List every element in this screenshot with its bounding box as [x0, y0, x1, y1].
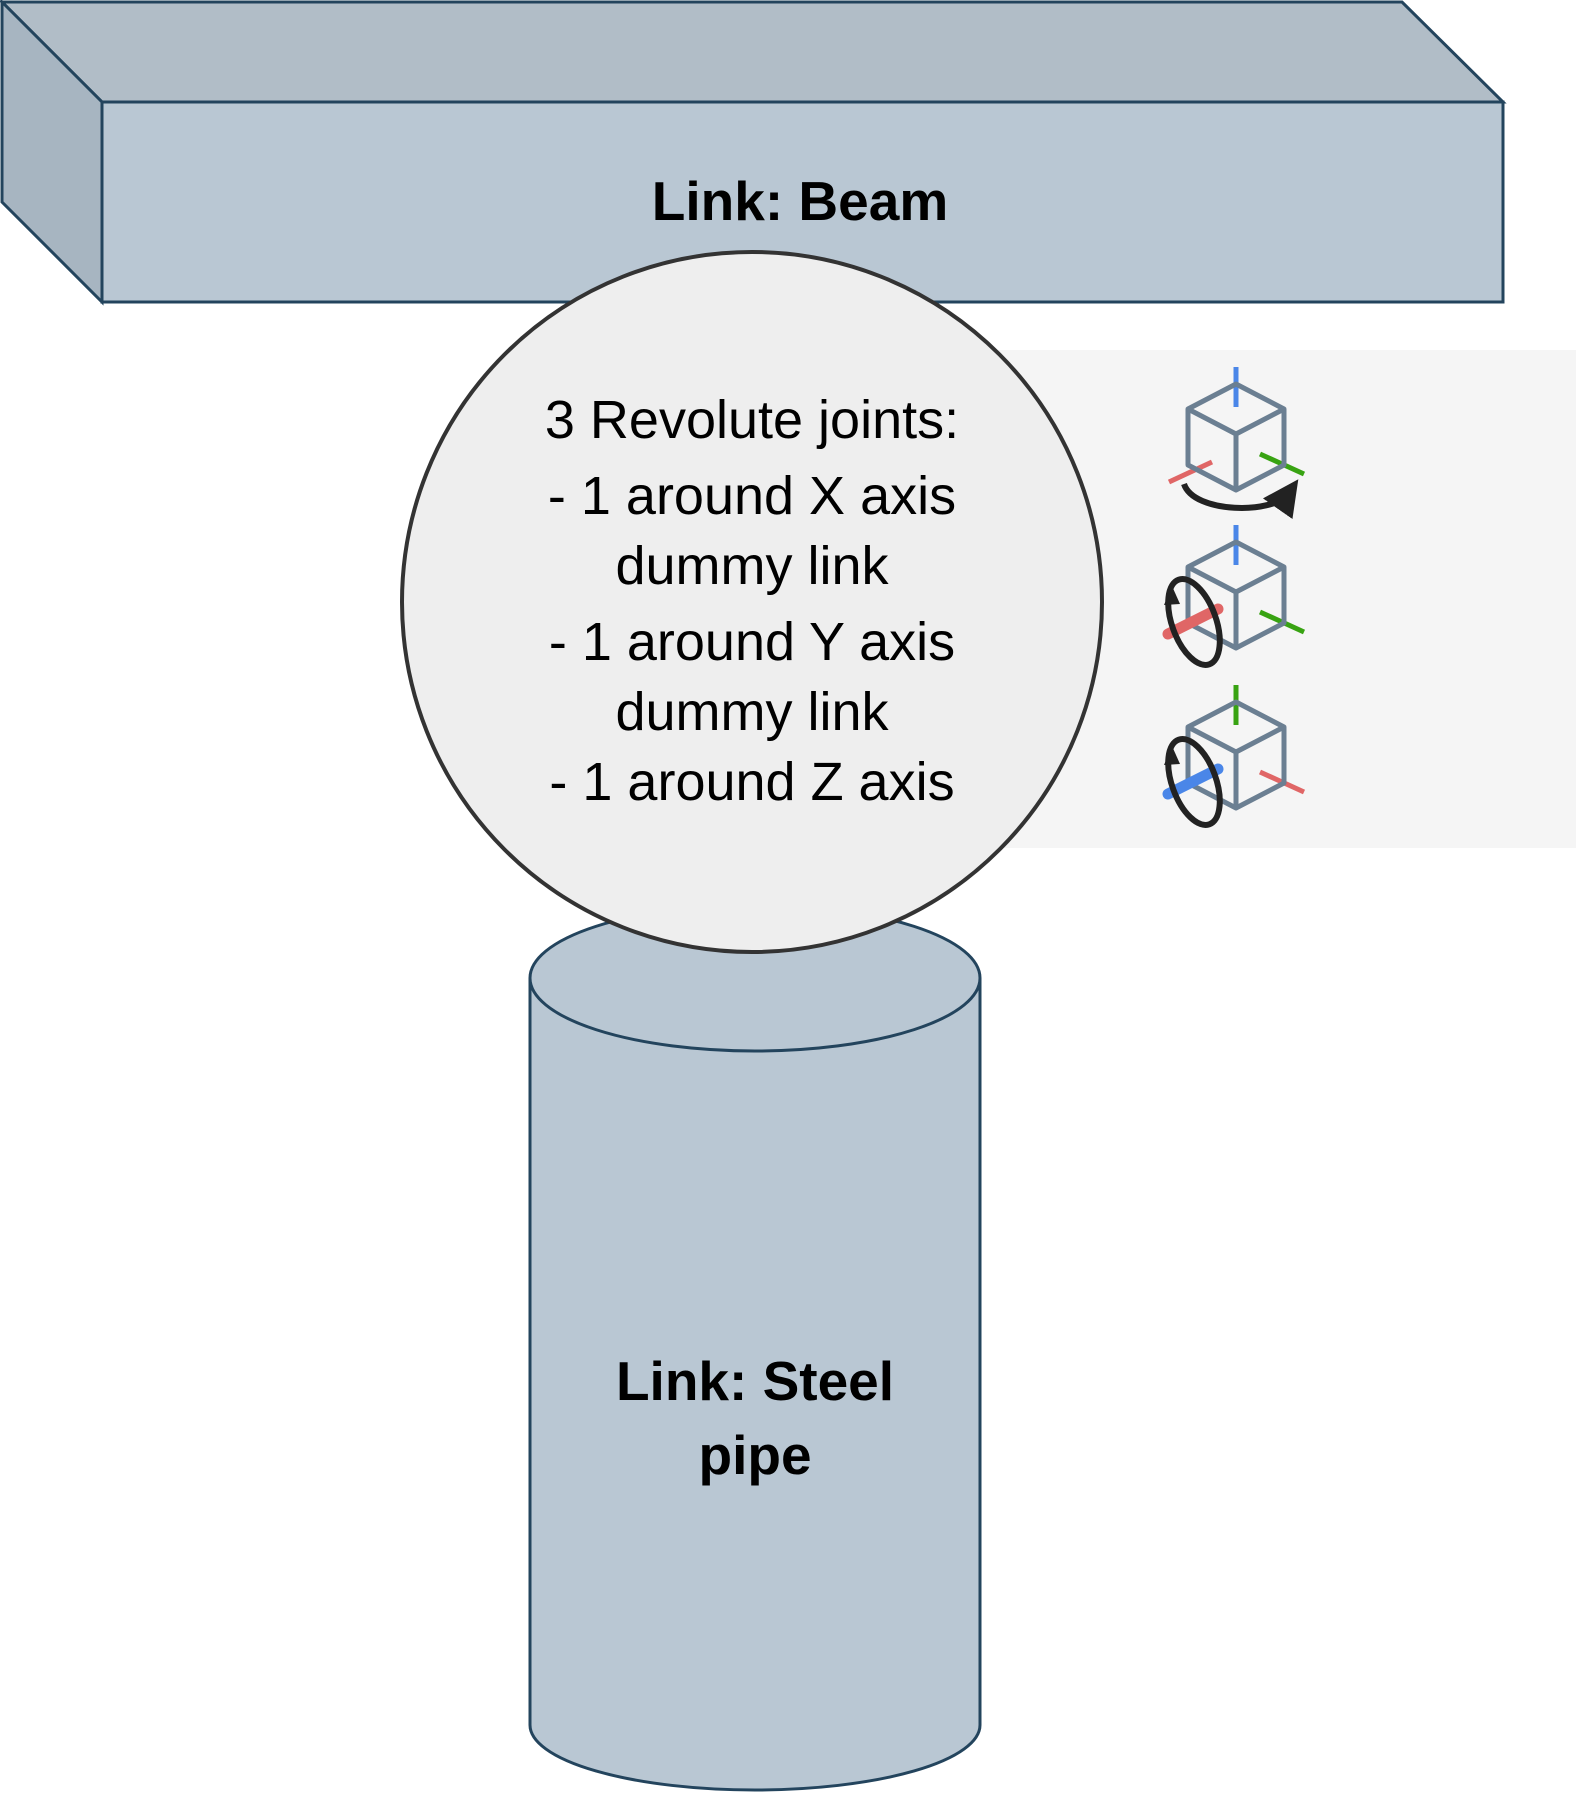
joint-line-5: dummy link: [615, 682, 889, 742]
steel-pipe-cylinder: Link: Steel pipe: [528, 903, 982, 1792]
pipe-label-line-2: pipe: [698, 1424, 811, 1486]
joint-line-1: 3 Revolute joints:: [545, 390, 959, 450]
beam-box: Link: Beam: [0, 0, 1507, 306]
rotate-around-vertical-axis-icon: [1167, 367, 1306, 520]
pipe-body: [528, 978, 982, 1792]
joint-line-4: - 1 around Y axis: [549, 612, 955, 672]
beam-label: Link: Beam: [652, 170, 948, 232]
pipe-label-line-1: Link: Steel: [616, 1350, 894, 1412]
joint-line-3: dummy link: [615, 536, 889, 596]
joint-circle-shape: [400, 250, 1104, 954]
revolute-joint-circle: 3 Revolute joints: - 1 around X axis dum…: [400, 250, 1104, 954]
joint-line-2: - 1 around X axis: [548, 466, 956, 526]
rotate-around-blue-axis-icon: [1162, 685, 1306, 828]
joint-line-6: - 1 around Z axis: [549, 752, 954, 812]
rotate-around-red-axis-icon: [1162, 525, 1306, 668]
beam-top-face: [0, 0, 1507, 104]
